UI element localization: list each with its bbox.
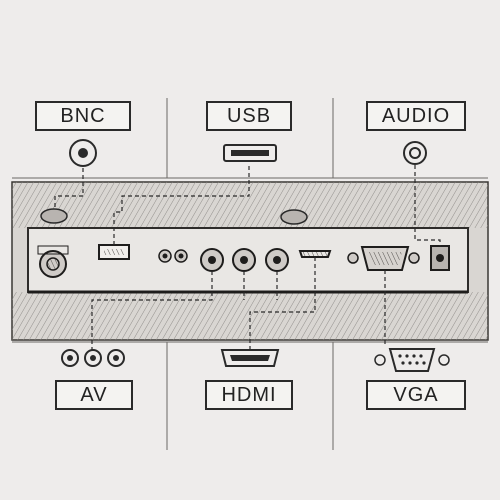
av-icon xyxy=(61,349,125,367)
label-hdmi: HDMI xyxy=(205,380,293,410)
label-av: AV xyxy=(55,380,133,410)
label-vga: VGA xyxy=(366,380,466,410)
bnc-icon xyxy=(69,139,97,167)
port-hdmi xyxy=(298,250,332,258)
hdmi-icon xyxy=(220,349,280,367)
vga-icon xyxy=(374,348,450,372)
port-bnc xyxy=(37,245,69,278)
leader-lines xyxy=(54,165,441,350)
device-chassis xyxy=(11,181,489,341)
port-usb xyxy=(98,244,130,260)
label-bnc: BNC xyxy=(35,101,131,131)
usb-icon xyxy=(223,144,277,162)
port-audio xyxy=(430,245,450,271)
port-small-jacks xyxy=(158,249,188,263)
label-usb: USB xyxy=(206,101,292,131)
audio-icon xyxy=(403,141,427,165)
port-vga xyxy=(347,246,420,271)
label-audio: AUDIO xyxy=(366,101,466,131)
port-av-rca xyxy=(200,248,289,272)
